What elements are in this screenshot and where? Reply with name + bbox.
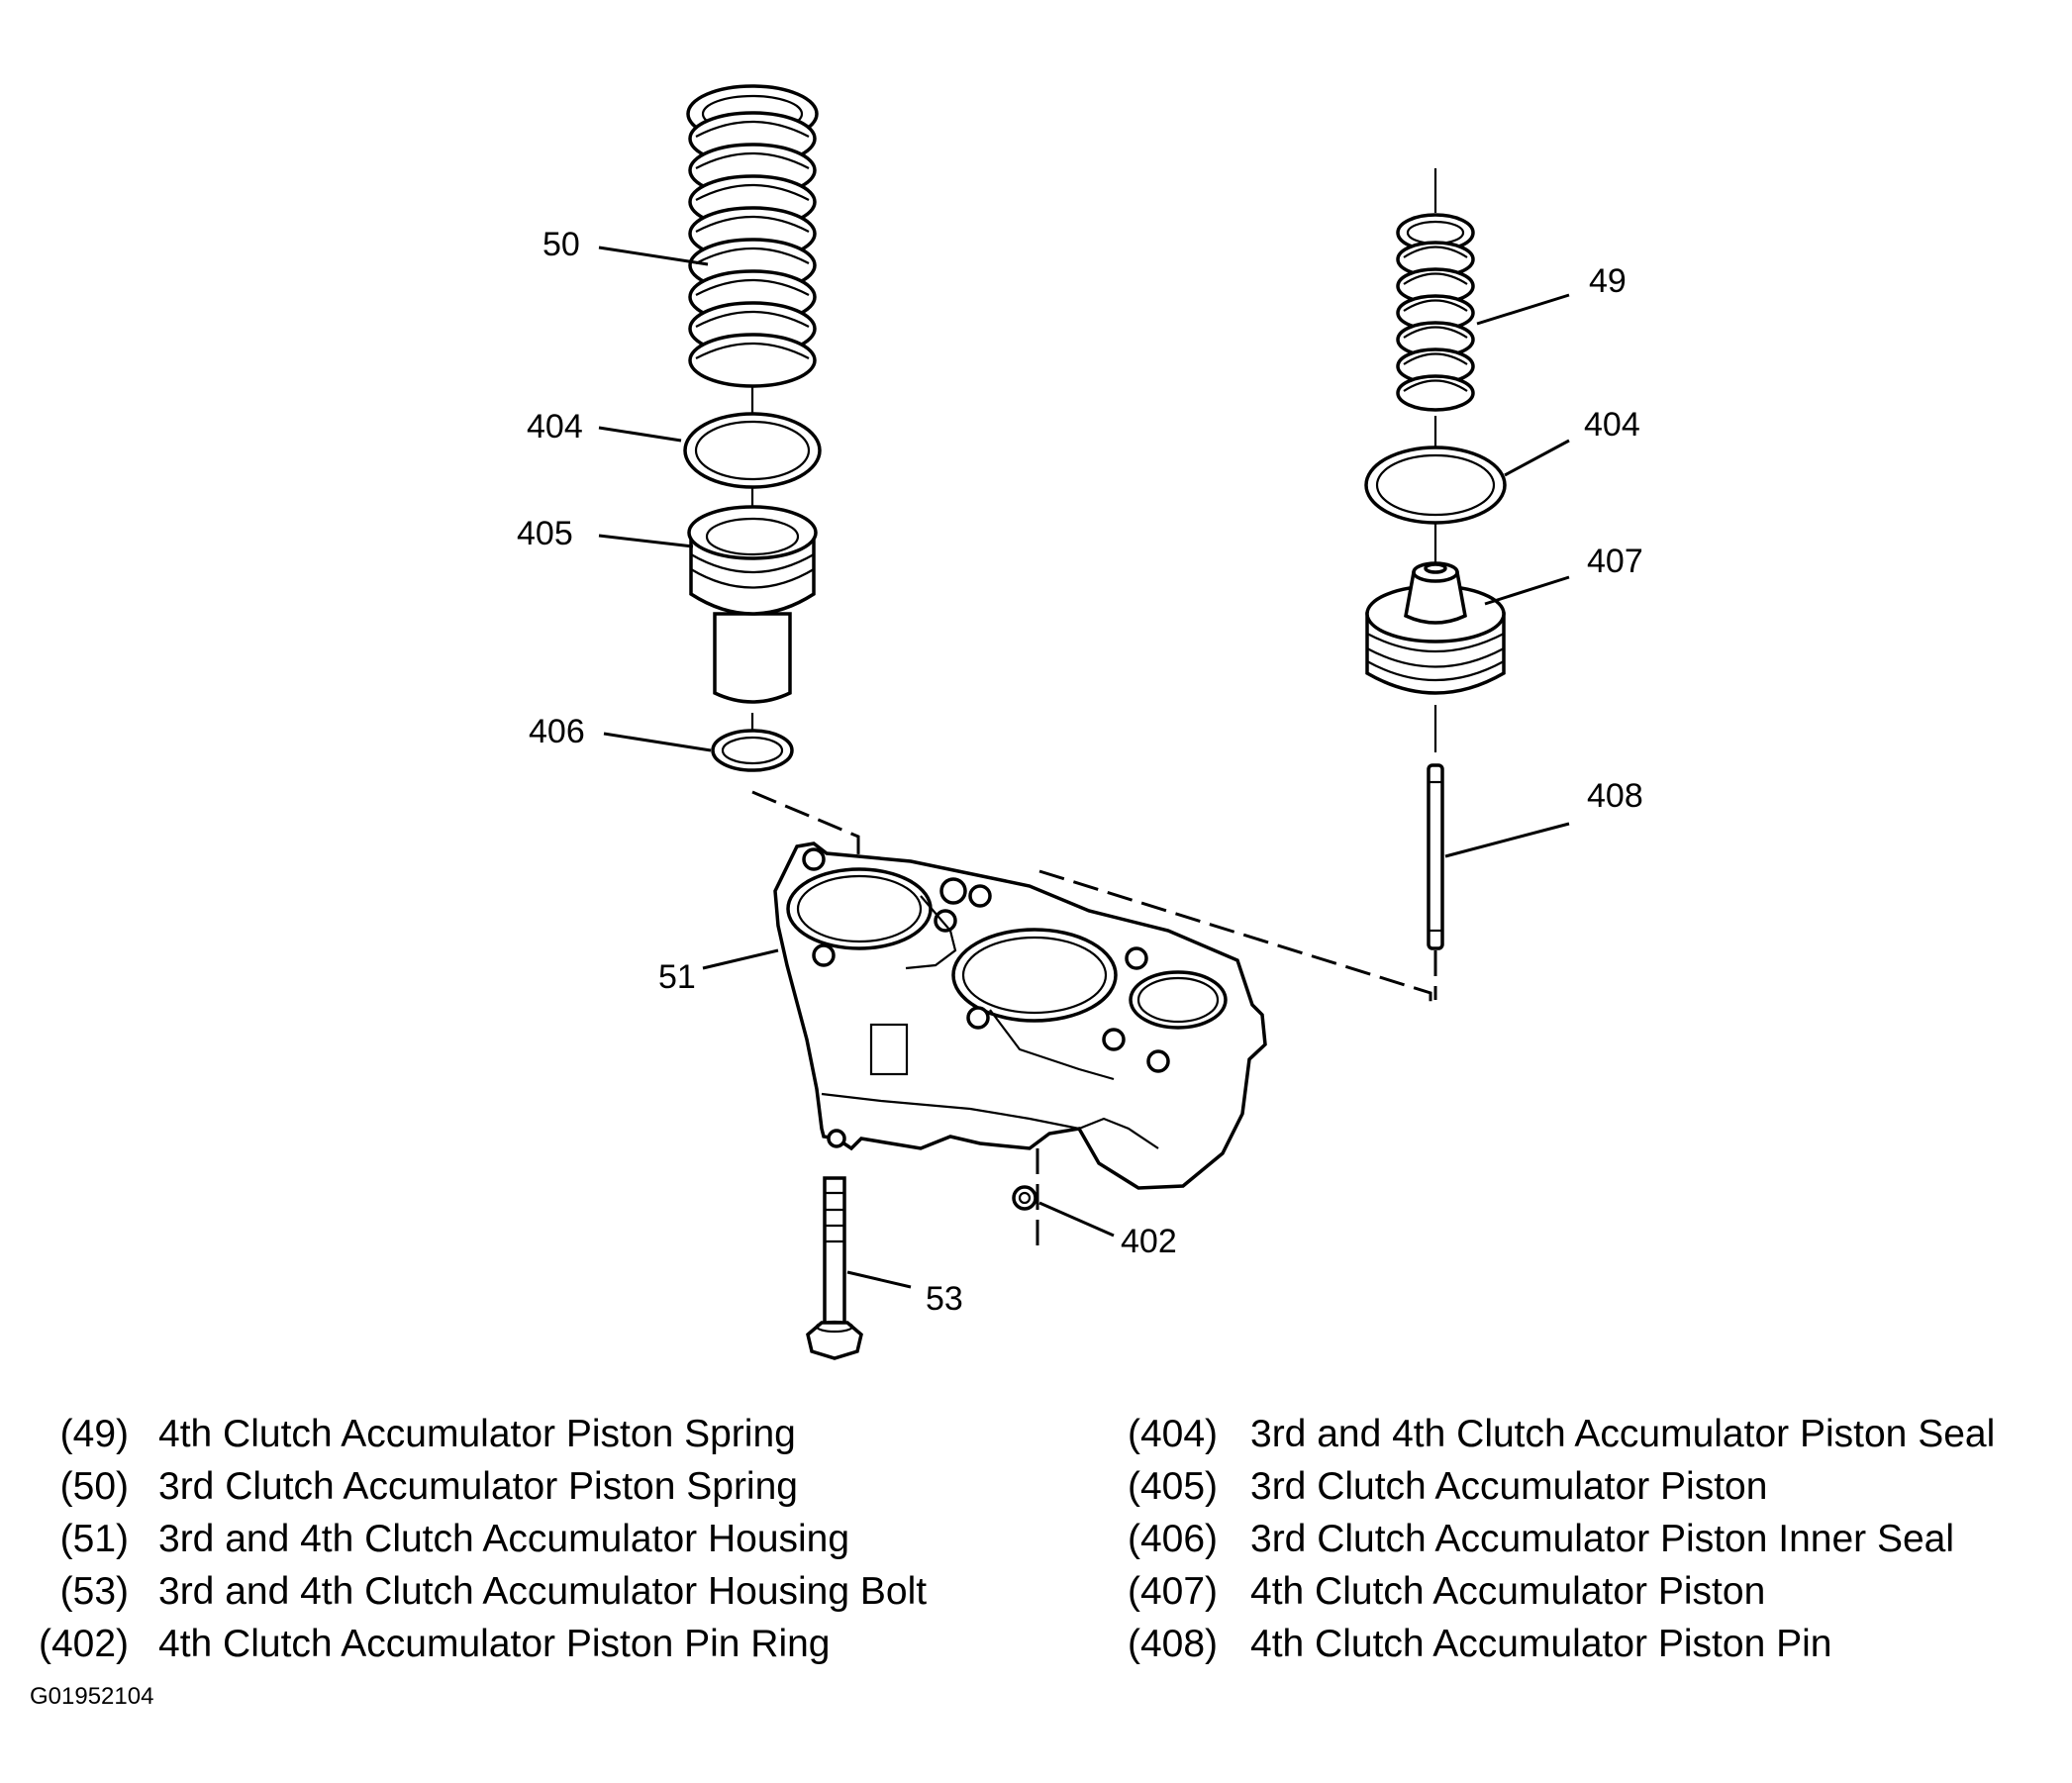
spring-coil-back [695, 247, 810, 264]
spring-coil-back [695, 151, 810, 169]
legend-description: 3rd and 4th Clutch Accumulator Housing [158, 1518, 850, 1560]
legend-description: 4th Clutch Accumulator Piston Pin Ring [158, 1623, 831, 1665]
part-404-seal-right [1364, 446, 1507, 525]
legend-number: (53) [59, 1570, 129, 1613]
legend-description: 4th Clutch Accumulator Piston [1250, 1570, 1766, 1613]
spring-coil-back [695, 278, 810, 296]
spring-coil [688, 333, 817, 388]
legend-description: 4th Clutch Accumulator Piston Pin [1250, 1623, 1832, 1665]
legend-description: 3rd Clutch Accumulator Piston Spring [158, 1465, 798, 1508]
part-50-spring [686, 84, 819, 388]
part-404-seal-left [683, 412, 822, 489]
part-49-spring [1396, 213, 1475, 412]
legend-number: (406) [1127, 1518, 1218, 1560]
legend-description: 4th Clutch Accumulator Piston Spring [158, 1413, 796, 1455]
callout-406: 406 [529, 713, 585, 750]
legend-number: (407) [1127, 1570, 1218, 1613]
callout-53: 53 [926, 1280, 963, 1318]
spring-coil-back [695, 215, 810, 233]
spring-coil-back [695, 342, 810, 359]
legend-number: (404) [1127, 1413, 1218, 1455]
figure-code: G01952104 [30, 1683, 154, 1710]
callout-404-right: 404 [1584, 406, 1640, 444]
legend-number: (50) [59, 1465, 129, 1508]
spring-coil-back [1403, 272, 1468, 285]
legend-description: 3rd Clutch Accumulator Piston Inner Seal [1250, 1518, 1955, 1560]
spring-coil-back [695, 310, 810, 328]
spring-coil-back [695, 183, 810, 201]
spring-coil-back [1403, 352, 1468, 365]
callout-405: 405 [517, 515, 573, 552]
spring-coil-back [695, 120, 810, 138]
assembly-path-right [1038, 869, 1432, 1005]
spring-coil-back [1403, 246, 1468, 258]
legend-description: 3rd and 4th Clutch Accumulator Piston Se… [1250, 1413, 1996, 1455]
legend-description: 3rd and 4th Clutch Accumulator Housing B… [158, 1570, 928, 1613]
part-407-piston [1365, 561, 1506, 695]
callout-50: 50 [543, 226, 580, 263]
part-53-bolt [806, 1176, 863, 1360]
callout-408: 408 [1587, 777, 1643, 815]
callout-402: 402 [1121, 1223, 1177, 1260]
part-408-pin [1427, 763, 1444, 950]
leader-lines [598, 246, 1570, 1289]
legend-description: 3rd Clutch Accumulator Piston [1250, 1465, 1768, 1508]
spring-coil-back [1403, 379, 1468, 392]
callout-404-left: 404 [527, 408, 583, 446]
callout-407: 407 [1587, 543, 1643, 580]
callout-51: 51 [658, 958, 696, 996]
part-405-piston [687, 505, 818, 757]
part-406-inner-seal [711, 729, 794, 772]
legend-number: (49) [59, 1413, 129, 1455]
spring-coil-back [1403, 326, 1468, 339]
legend-number: (405) [1127, 1465, 1218, 1508]
callout-49: 49 [1589, 262, 1627, 300]
legend-number: (402) [38, 1623, 129, 1665]
part-402-pin-ring [1012, 1185, 1037, 1211]
legend-number: (51) [59, 1518, 129, 1560]
part-51-housing [773, 842, 1267, 1190]
spring-coil-back [1403, 299, 1468, 312]
legend-number: (408) [1127, 1623, 1218, 1665]
